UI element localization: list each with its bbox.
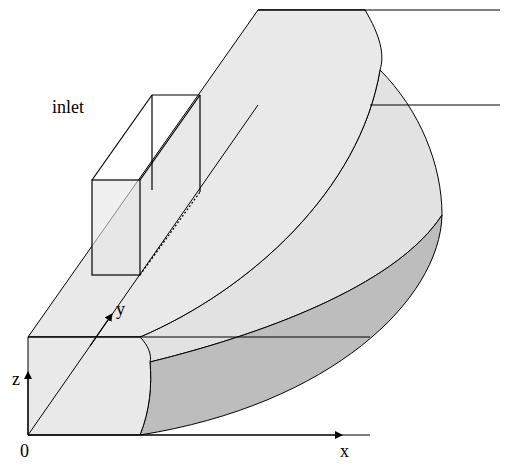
axis-label: y: [116, 300, 125, 318]
axis-label: x: [340, 442, 349, 460]
axis-label: z: [12, 370, 20, 388]
part-label: inlet: [52, 98, 84, 116]
origin-label: 0: [20, 442, 29, 460]
